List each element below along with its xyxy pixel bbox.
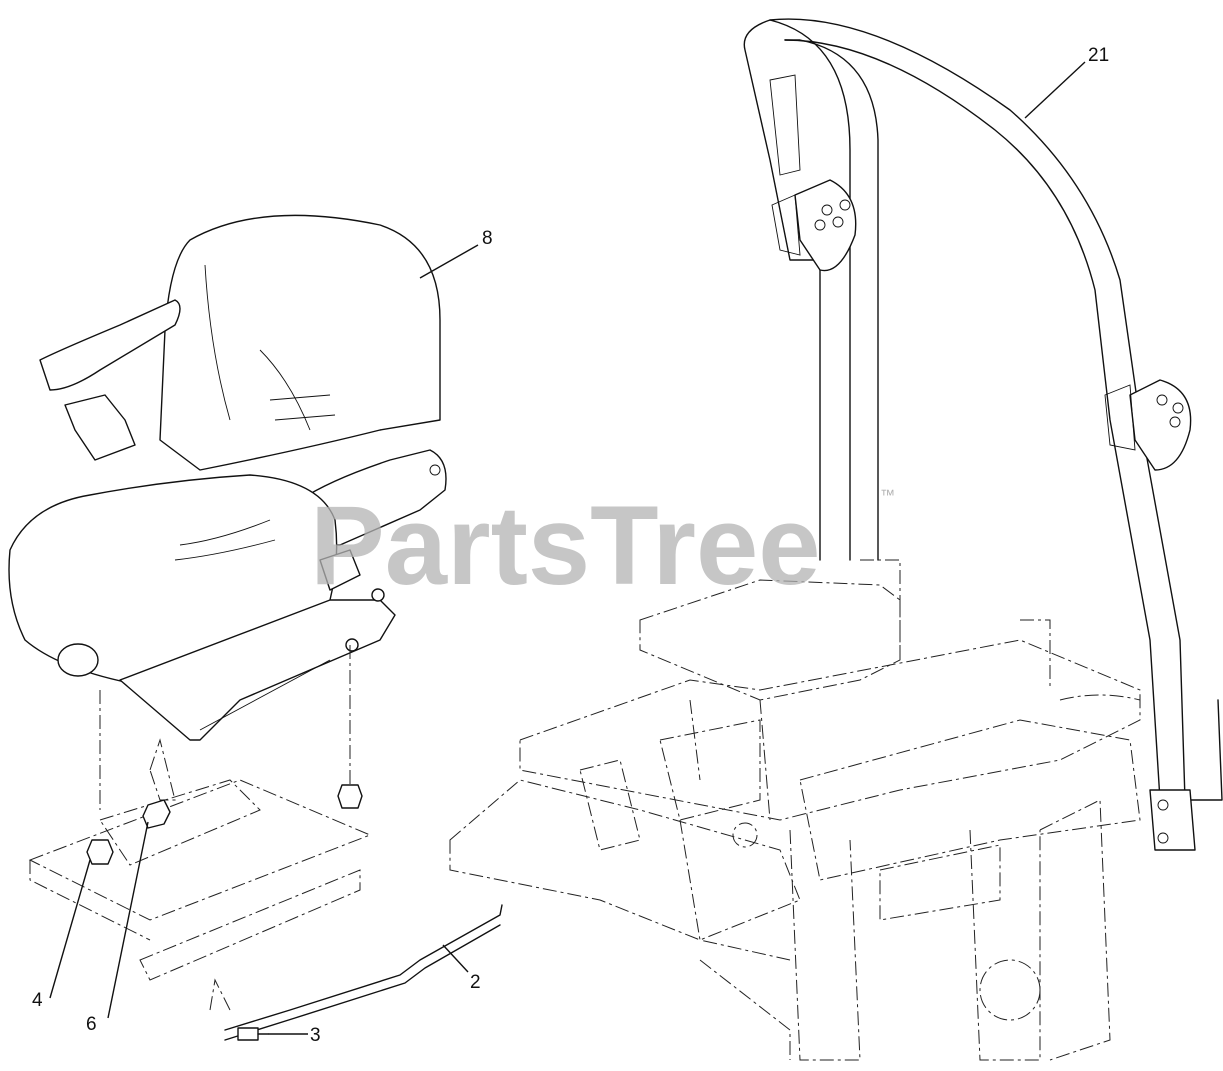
nut-6[interactable]	[142, 799, 171, 829]
callout-4[interactable]: 4	[32, 859, 91, 1011]
callout-8-label: 8	[482, 228, 493, 249]
callout-21-label: 21	[1088, 45, 1109, 66]
mower-frame	[449, 559, 1141, 1061]
watermark-trademark: ™	[880, 487, 895, 504]
rod[interactable]	[224, 904, 503, 1041]
seat-mount-plate	[28, 645, 372, 1011]
roll-bar[interactable]	[743, 18, 1223, 851]
watermark-text: PartsTree	[310, 483, 821, 608]
callout-6[interactable]: 6	[86, 821, 149, 1035]
callout-8[interactable]: 8	[419, 228, 493, 279]
nut-right	[337, 784, 363, 809]
callout-4-label: 4	[32, 990, 43, 1011]
bolt-3[interactable]	[237, 1027, 269, 1041]
callout-21[interactable]: 21	[1024, 45, 1109, 119]
callout-2[interactable]: 2	[442, 944, 481, 993]
callout-3-label: 3	[310, 1025, 321, 1046]
callout-3[interactable]: 3	[268, 1025, 321, 1046]
nut-4[interactable]	[86, 839, 114, 865]
callout-6-label: 6	[86, 1014, 97, 1035]
seat[interactable]	[8, 214, 447, 741]
callout-2-label: 2	[470, 972, 481, 993]
